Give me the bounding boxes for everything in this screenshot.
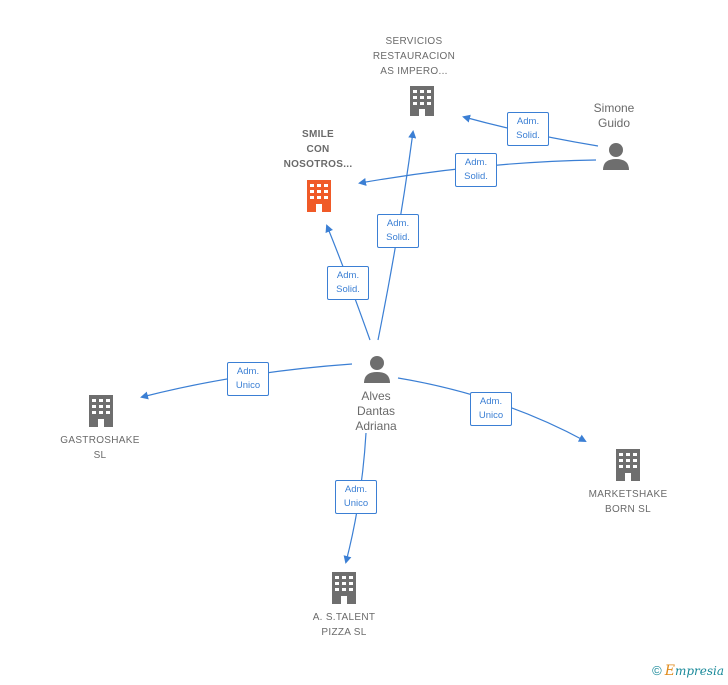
building-icon (89, 395, 113, 427)
edge-badge-simone-smile: Adm. Solid. (455, 153, 497, 187)
building-icon (410, 86, 434, 116)
node-marketshake-label[interactable]: MARKETSHAKE BORN SL (588, 489, 668, 515)
building-icon (616, 449, 640, 481)
node-gastroshake-label[interactable]: GASTROSHAKE SL (60, 435, 140, 461)
brand-logo-initial: E (664, 663, 675, 679)
edge-badge-alves-astalent: Adm. Unico (335, 480, 377, 514)
building-icon-highlight (307, 180, 331, 212)
node-alves-label[interactable]: Alves Dantas Adriana (355, 389, 397, 433)
edge-badge-alves-gastroshake: Adm. Unico (227, 362, 269, 396)
edge-badge-alves-servicios: Adm. Solid. (377, 214, 419, 248)
empresia-copyright: ©Empresia (652, 663, 724, 679)
node-servicios-label[interactable]: SERVICIOS RESTAURACION AS IMPERO... (372, 36, 456, 77)
copyright-icon: © (652, 663, 662, 678)
node-astalent-label[interactable]: A. S.TALENT PIZZA SL (312, 612, 376, 638)
person-icon (364, 356, 390, 383)
brand-logo-text: mpresia (674, 664, 724, 678)
edge-badge-simone-servicios: Adm. Solid. (507, 112, 549, 146)
building-icon (332, 572, 356, 604)
edge-badge-alves-marketshake: Adm. Unico (470, 392, 512, 426)
node-simone-label[interactable]: Simone Guido (593, 101, 635, 130)
edge-badge-alves-smile: Adm. Solid. (327, 266, 369, 300)
person-icon (603, 143, 629, 170)
node-smile-label[interactable]: SMILE CON NOSOTROS... (283, 129, 353, 170)
